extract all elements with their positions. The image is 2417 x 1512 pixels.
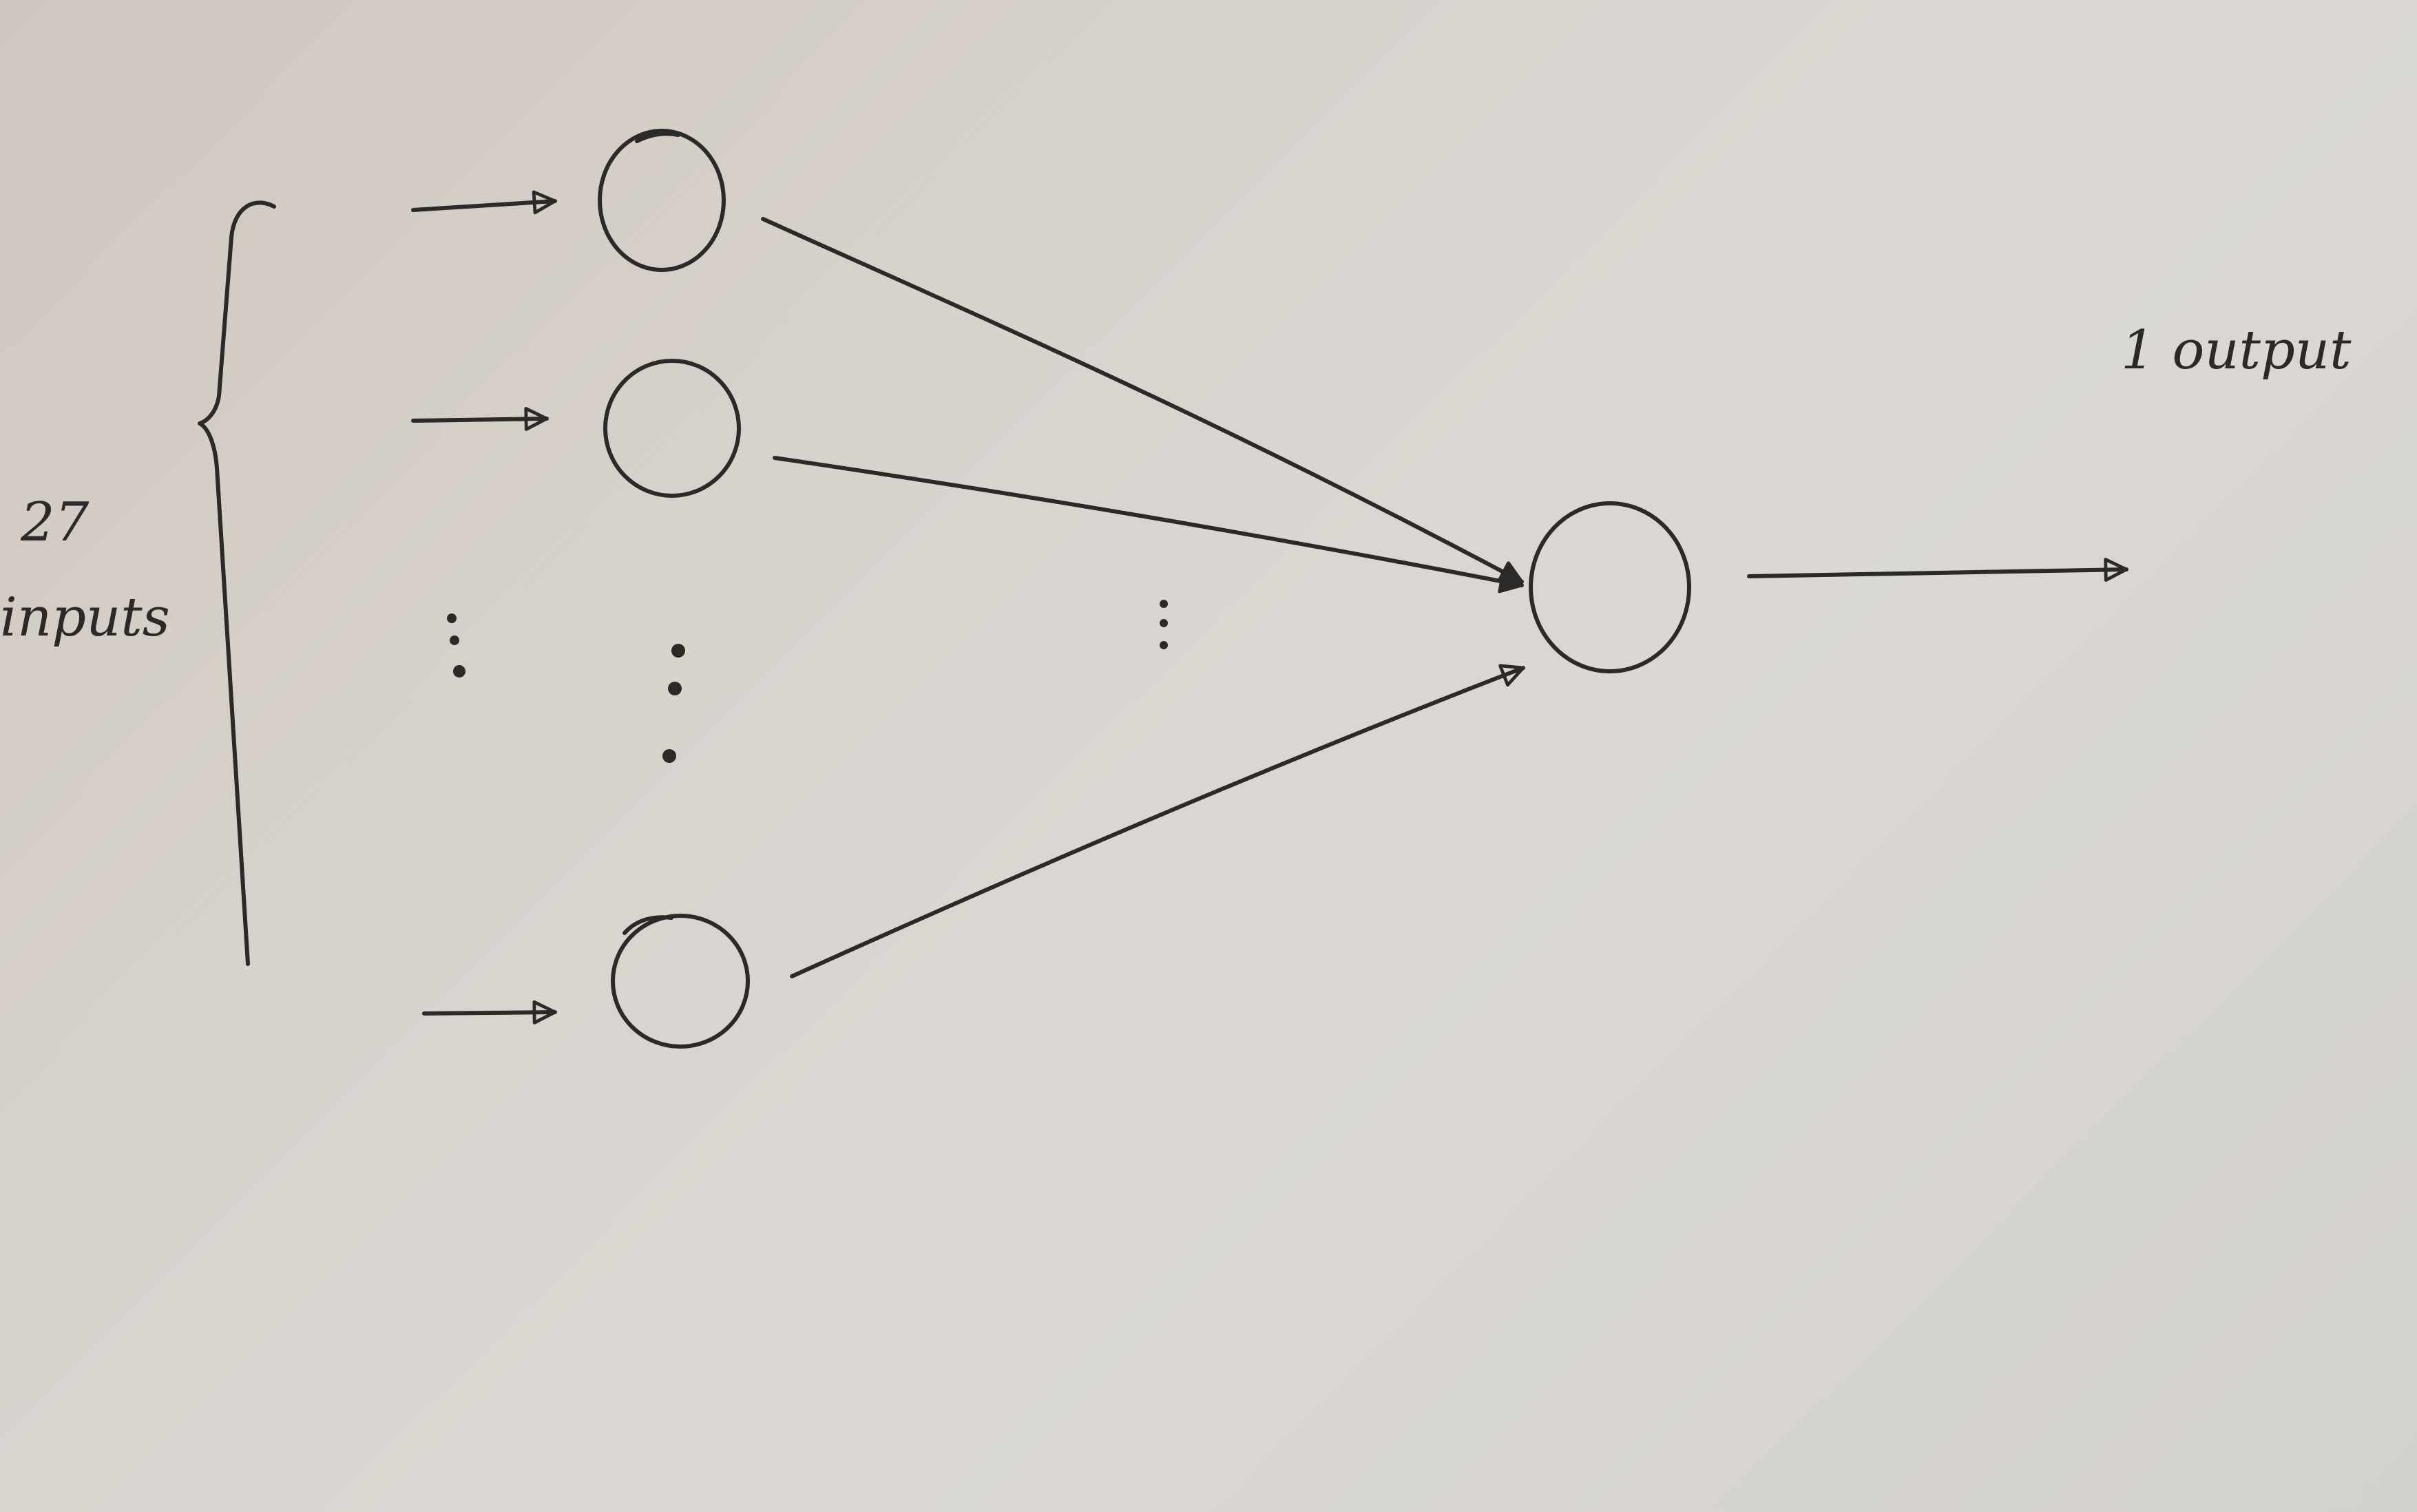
output-arrow: [1747, 558, 2128, 582]
hidden-neuron-1-tail: [635, 132, 680, 143]
hidden-neuron-1: [598, 129, 726, 272]
connection-2: [773, 456, 1524, 594]
hidden-neuron-2: [603, 359, 741, 498]
output-neuron: [1529, 501, 1691, 673]
output-label: 1 output: [2121, 319, 2352, 381]
inputs-count-label: 27: [21, 492, 90, 554]
inputs-label: inputs: [0, 587, 170, 649]
input-arrows-ellipsis: [447, 613, 465, 678]
input-arrow-3: [422, 1000, 557, 1025]
hidden-neurons-ellipsis: [662, 644, 685, 763]
hidden-neuron-3: [611, 914, 750, 1049]
connections-ellipsis: [1160, 600, 1168, 649]
input-arrow-1: [411, 190, 557, 215]
hidden-neuron-3-tail: [622, 915, 673, 935]
input-arrow-2: [411, 407, 549, 431]
input-brace: [198, 200, 276, 966]
connection-1: [761, 217, 1524, 584]
connection-3: [790, 664, 1525, 978]
